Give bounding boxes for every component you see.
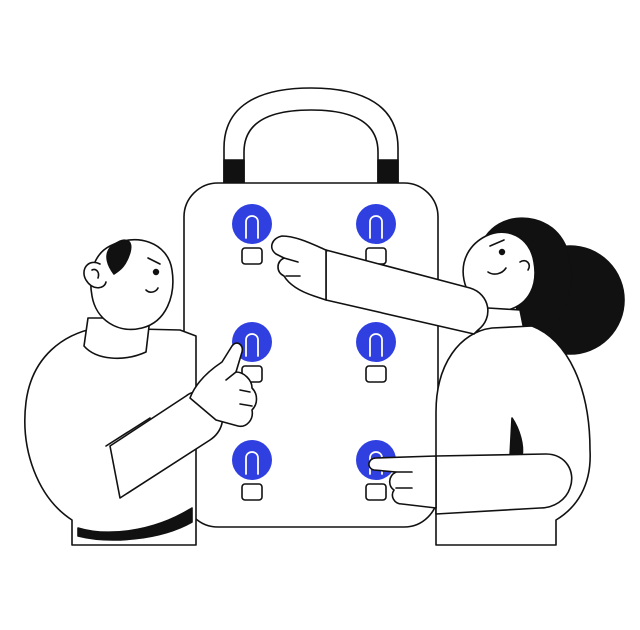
switch-dot [232, 204, 272, 244]
padlock-shackle [223, 87, 399, 184]
man-hand [189, 342, 258, 428]
woman-eyebrow [489, 239, 505, 247]
bulb-base [241, 483, 263, 501]
man-mouth [145, 287, 159, 293]
man-figure [24, 238, 258, 546]
woman-eye [498, 248, 506, 256]
man-eyebrow [147, 257, 161, 265]
bulb-filament [245, 333, 259, 357]
bulb-base [241, 247, 263, 265]
bulb-filament [369, 215, 383, 239]
light-bulb-icon [356, 204, 396, 265]
bulb-filament [369, 333, 383, 357]
man-eye [152, 268, 160, 276]
switch-dot [356, 322, 396, 362]
light-bulb-icon [356, 322, 396, 383]
bulb-base [365, 483, 387, 501]
woman-lower-hand [368, 455, 437, 509]
bulb-filament [245, 451, 259, 475]
bulb-filament [245, 215, 259, 239]
bulb-base [365, 365, 387, 383]
switch-dot [356, 204, 396, 244]
man-ear [83, 261, 107, 289]
woman-upper-arm [325, 249, 489, 335]
woman-figure [270, 217, 625, 546]
man-hair [106, 239, 132, 275]
switch-dot [232, 440, 272, 480]
woman-mouth [487, 267, 507, 275]
shackle-collar-right [377, 159, 399, 184]
light-bulb-icon [232, 440, 272, 501]
man-torso-shadow [77, 507, 193, 541]
shackle-collar-left [223, 159, 245, 184]
woman-lower-arm [435, 453, 573, 515]
light-bulb-icon [232, 204, 272, 265]
